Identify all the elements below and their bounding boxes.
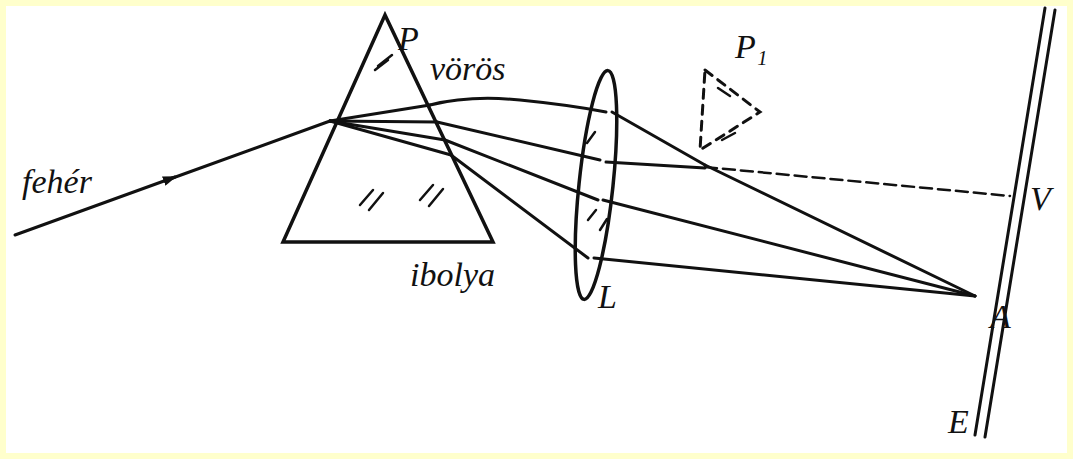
point-label: V (1030, 182, 1051, 216)
lens-label: L (598, 280, 617, 314)
screen-label: E (948, 405, 969, 439)
background (6, 6, 1067, 453)
prism-label: P (398, 22, 419, 56)
point-label: A (990, 300, 1011, 334)
ray-label: ibolya (410, 258, 495, 292)
ray-label: fehér (22, 165, 92, 199)
prism-label: P₁ (735, 30, 768, 64)
ray-label: vörös (430, 52, 506, 86)
